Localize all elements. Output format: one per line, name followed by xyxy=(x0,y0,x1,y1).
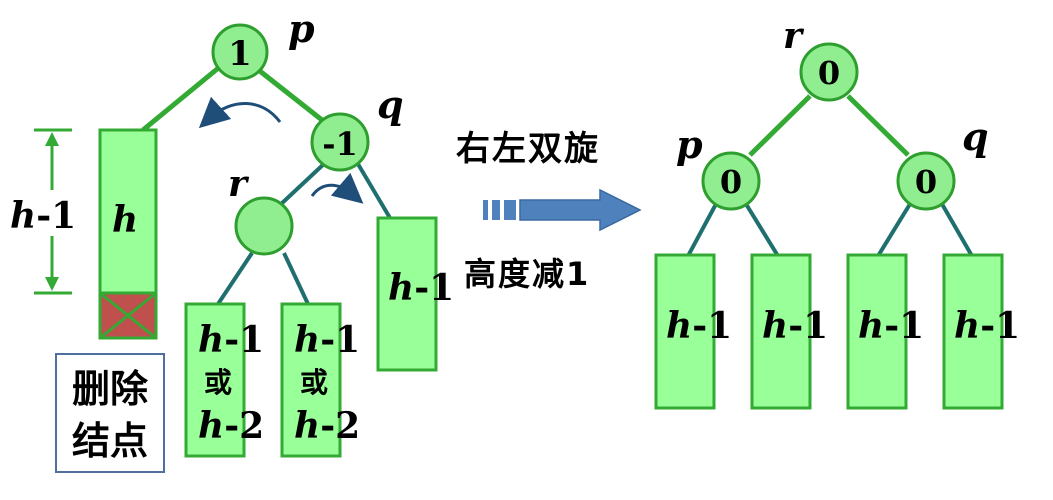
subtree-bar-right-3 xyxy=(846,253,908,410)
arrow-stripe-3 xyxy=(504,200,516,220)
subtree-bar-r-left-line3: h-2 xyxy=(198,405,264,447)
edge-q-to-r xyxy=(278,160,328,207)
subtree-bar-r-right-line1: h-1 xyxy=(294,319,360,361)
height-indicator-label: h-1 xyxy=(10,195,76,237)
edge-r-to-bar2 xyxy=(282,252,310,305)
edge-q-to-bar4-right xyxy=(940,203,974,257)
edge-r-to-p-right xyxy=(748,94,812,157)
node-p-balance: 1 xyxy=(228,34,252,74)
node-p-right-balance: 0 xyxy=(720,163,742,201)
subtree-bar-r-left-line1: h-1 xyxy=(198,319,264,361)
label-r-left: r xyxy=(228,163,250,205)
subtree-bar-r-right-line3: h-2 xyxy=(294,405,360,447)
subtree-bar-right-3-label: h-1 xyxy=(858,305,924,347)
subtree-bar-right-1 xyxy=(654,253,716,410)
subtree-bar-right-4-label: h-1 xyxy=(954,305,1020,347)
subtree-bar-r-right-or: 或 xyxy=(300,366,328,399)
subtree-bar-r-left xyxy=(184,302,246,458)
subtree-bar-right-4 xyxy=(942,253,1004,410)
rotation-curve-lower xyxy=(310,172,364,204)
edge-p-to-h-bar xyxy=(141,63,224,132)
subtree-bar-right-2 xyxy=(750,253,812,410)
label-p-right: p xyxy=(676,122,703,167)
height-change-label: 高度减1 xyxy=(464,255,590,293)
arrow-stripe-2 xyxy=(492,200,500,220)
edge-r-to-bar1 xyxy=(216,251,254,306)
subtree-bar-r-left-or: 或 xyxy=(204,366,232,399)
edge-p-to-q xyxy=(254,66,324,122)
edge-p-to-bar2-right xyxy=(744,202,780,258)
label-p-left: p xyxy=(288,6,315,51)
arrow-stripe-1 xyxy=(483,200,488,220)
delete-node-box xyxy=(55,353,165,473)
rotation-curve-upper xyxy=(198,96,282,129)
rotation-label: 右左双旋 xyxy=(456,129,600,169)
subtree-bar-r-right xyxy=(280,302,342,458)
node-r xyxy=(234,196,294,256)
label-q-right: q xyxy=(962,114,989,159)
deleted-cross-2 xyxy=(99,291,157,340)
delete-node-line1: 删除 xyxy=(72,367,149,411)
edge-q-to-bar3-right xyxy=(876,202,912,258)
node-q-balance: -1 xyxy=(322,125,358,163)
subtree-bar-right-1-label: h-1 xyxy=(666,305,732,347)
subtree-bar-h xyxy=(98,128,158,295)
node-q xyxy=(310,112,370,172)
edge-r-to-q-right xyxy=(846,94,910,157)
height-arrowhead-down xyxy=(45,277,59,291)
height-arrowhead-up xyxy=(45,132,59,146)
transform-arrow xyxy=(519,188,642,232)
edge-p-to-bar1-right xyxy=(686,203,718,257)
subtree-bar-h-label: h xyxy=(112,199,138,241)
edge-q-to-right-bar xyxy=(356,162,392,220)
node-q-right xyxy=(896,151,956,211)
node-r-right xyxy=(799,42,859,102)
node-p-right xyxy=(701,151,761,211)
delete-node-line2: 结点 xyxy=(72,419,148,463)
node-r-right-balance: 0 xyxy=(818,54,840,92)
subtree-bar-q-right xyxy=(376,216,438,372)
label-q-left: q xyxy=(377,82,404,127)
subtree-bar-q-right-label: h-1 xyxy=(388,267,454,309)
subtree-bar-right-2-label: h-1 xyxy=(762,305,828,347)
node-q-right-balance: 0 xyxy=(915,163,937,201)
label-r-right: r xyxy=(783,15,805,57)
node-p xyxy=(211,23,269,81)
